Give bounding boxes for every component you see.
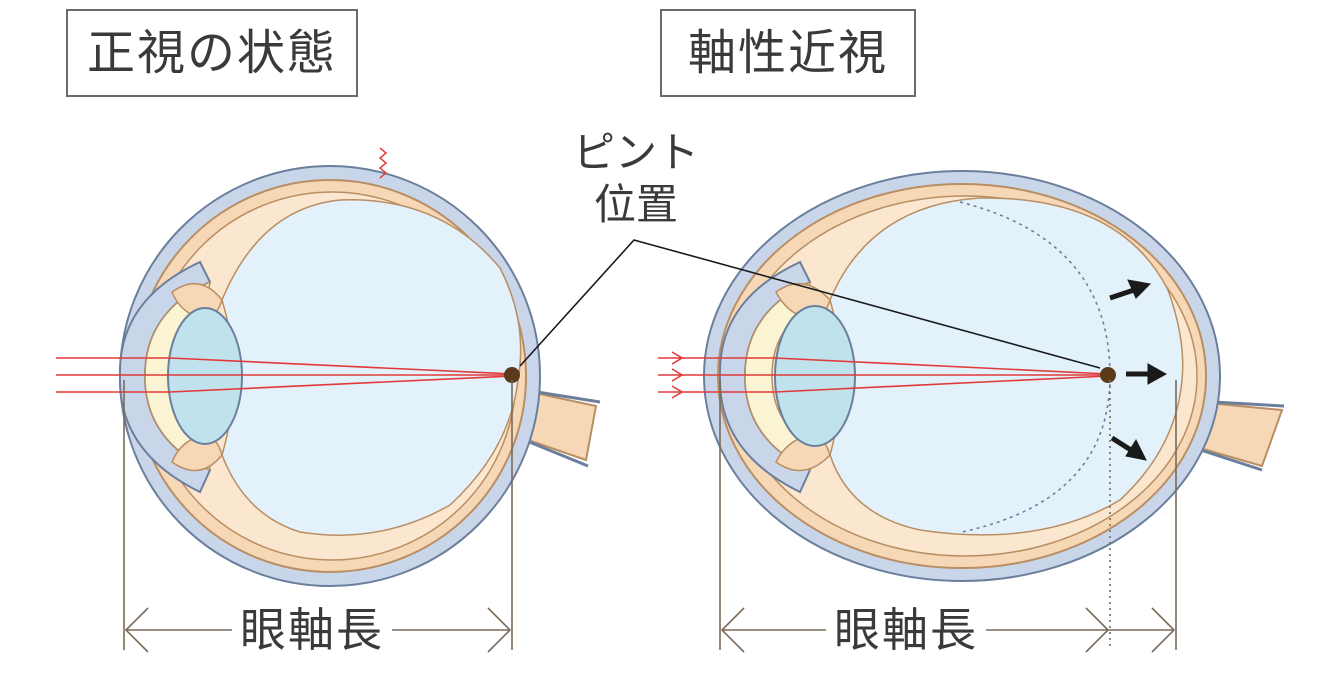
elongation-arrows — [1109, 279, 1168, 461]
axial-myopia-title: 軸性近視 — [660, 9, 916, 97]
focus-point-right — [1100, 367, 1116, 383]
original-retina-outline — [959, 201, 1111, 533]
light-rays-left — [56, 357, 513, 393]
axial-length-label-left: 眼軸長 — [232, 600, 392, 660]
focus-label-line-2: 位置 — [593, 180, 678, 229]
normal-vision-title: 正視の状態 — [66, 9, 358, 97]
lens-left — [167, 307, 243, 445]
lens-right — [774, 305, 856, 447]
focus-leader-line — [519, 239, 1101, 369]
myopic-eye — [658, 170, 1285, 582]
focus-point-left — [504, 367, 520, 383]
vitreous-right — [829, 197, 1184, 536]
normal-eye — [56, 147, 601, 587]
light-rays-right — [658, 351, 1109, 399]
focus-position-label: ピント 位置 — [546, 132, 726, 236]
axial-length-dimension-left — [123, 380, 513, 653]
focus-label-line-1: ピント — [572, 128, 699, 177]
axial-length-label-right: 眼軸長 — [826, 600, 986, 660]
